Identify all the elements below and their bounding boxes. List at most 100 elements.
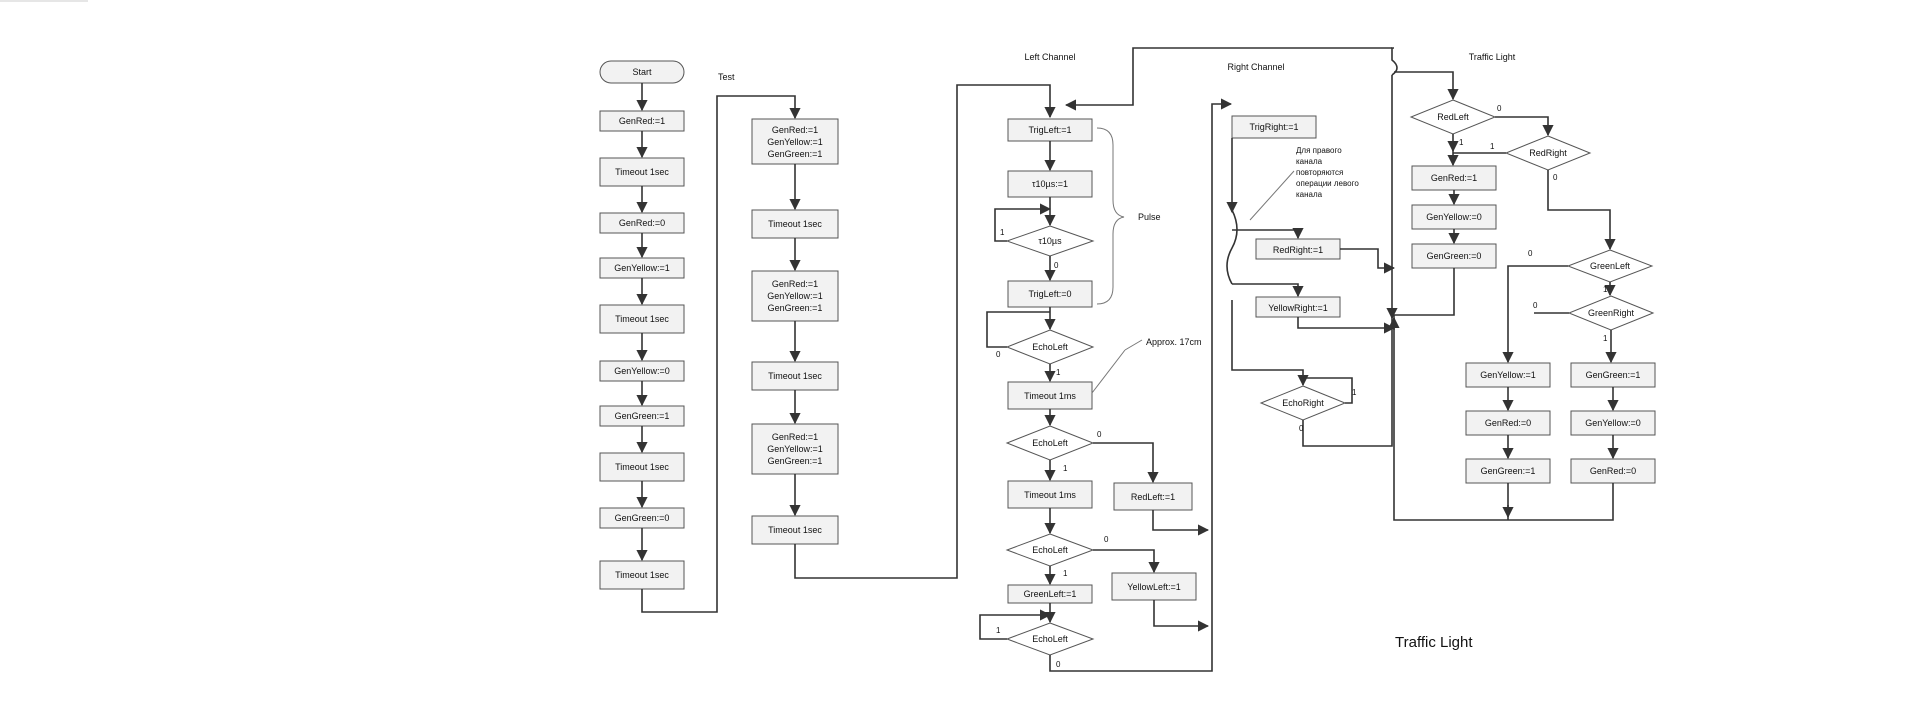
trig-right-set: [1231, 115, 1317, 139]
approx-callout-line: [1091, 349, 1126, 394]
step-label: TrigLeft:=1: [1029, 125, 1072, 135]
step-label: GenRed:=0: [619, 218, 665, 228]
branch-label-0: 0: [996, 350, 1001, 359]
box-line: GenRed:=1: [772, 279, 818, 289]
note-line: Для правого: [1296, 146, 1342, 155]
traffic-light-connectors: [1388, 71, 1619, 521]
branch-label-1: 1: [1000, 228, 1005, 237]
step-timeout-1: [599, 157, 685, 187]
decision-label: GreenLeft: [1590, 261, 1631, 271]
tl-genred-set: [1411, 165, 1497, 191]
decision-label: RedRight: [1529, 148, 1567, 158]
branch-label-0: 0: [1299, 424, 1304, 433]
step-label: GenYellow:=1: [614, 263, 669, 273]
branch-label-0: 0: [1553, 173, 1558, 182]
approx-callout-tick: [1124, 339, 1143, 351]
step-label: TrigRight:=1: [1250, 122, 1299, 132]
note-line: канала: [1296, 190, 1323, 199]
left-channel-header: Left Channel: [1024, 52, 1075, 62]
test-all-on-1: [751, 118, 839, 165]
decision-label: EchoLeft: [1032, 634, 1068, 644]
right-channel-column: Right Channel TrigRight:=1 Для правого к…: [1064, 47, 1398, 447]
timeout-1ms-2: [1007, 480, 1093, 509]
approx-label: Approx. 17cm: [1146, 337, 1202, 347]
note-line: канала: [1296, 157, 1323, 166]
tl-a-genred-clear: [1465, 410, 1551, 436]
branch-label-1: 1: [1063, 569, 1068, 578]
box-line: Timeout 1sec: [768, 371, 822, 381]
step-label: GenYellow:=1: [1480, 370, 1535, 380]
test-timeout-3: [751, 515, 839, 545]
branch-label-0: 0: [1497, 104, 1502, 113]
step-label: YellowRight:=1: [1268, 303, 1327, 313]
box-line: GenYellow:=1: [767, 291, 822, 301]
step-label: GenYellow:=0: [1585, 418, 1640, 428]
note-callout-line: [1249, 170, 1295, 221]
traffic-light-column: Traffic Light RedLeft RedRight GenRed:=1…: [1388, 52, 1656, 521]
branch-label-1: 1: [1063, 464, 1068, 473]
diagram-title: Traffic Light: [1395, 634, 1473, 651]
branch-label-1: 1: [1056, 368, 1061, 377]
left-channel-connectors: [979, 98, 1233, 672]
decision-label: τ10µs: [1038, 236, 1062, 246]
decision-label: RedLeft: [1437, 112, 1469, 122]
timeout-1ms-1: [1007, 381, 1093, 410]
right-channel-connectors: [1064, 47, 1398, 447]
right-channel-header: Right Channel: [1227, 62, 1284, 72]
decision-label: EchoLeft: [1032, 545, 1068, 555]
step-label: Timeout 1ms: [1024, 391, 1076, 401]
step-timeout-3: [599, 452, 685, 482]
step-label: Timeout 1sec: [615, 167, 669, 177]
left-channel-column: Left Channel TrigLeft:=1 τ10µs:=1 τ10µs …: [979, 52, 1233, 672]
tl-b-genyellow-clear: [1570, 410, 1656, 436]
step-label: GenRed:=1: [1431, 173, 1477, 183]
step-label: Timeout 1sec: [615, 314, 669, 324]
test-column: Test GenRed:=1 GenYellow:=1 GenGreen:=1 …: [718, 72, 1056, 579]
decision-label: EchoLeft: [1032, 342, 1068, 352]
step-label: Timeout 1sec: [615, 462, 669, 472]
branch-label-1: 1: [1459, 138, 1464, 147]
branch-label-1: 1: [1352, 388, 1357, 397]
branch-label-0: 0: [1097, 430, 1102, 439]
step-label: GenRed:=1: [619, 116, 665, 126]
pulse-brace: [1096, 127, 1125, 305]
step-label: Timeout 1ms: [1024, 490, 1076, 500]
step-timeout-4: [599, 560, 685, 590]
test-header: Test: [718, 72, 735, 82]
column-1-connectors: [636, 83, 801, 613]
step-label: GenGreen:=1: [615, 411, 670, 421]
step-label: YellowLeft:=1: [1127, 582, 1180, 592]
branch-label-0: 0: [1533, 301, 1538, 310]
tau-set: [1007, 170, 1093, 198]
test-timeout-1: [751, 209, 839, 239]
note-line: операции левого: [1296, 179, 1359, 188]
branch-label-1: 1: [996, 626, 1001, 635]
red-left-set: [1113, 482, 1193, 511]
step-label: RedRight:=1: [1273, 245, 1323, 255]
trig-left-0: [1007, 280, 1093, 308]
test-all-on-3: [751, 423, 839, 475]
step-label: GenGreen:=0: [1427, 251, 1482, 261]
step-label: GenGreen:=0: [615, 513, 670, 523]
box-line: GenYellow:=1: [767, 137, 822, 147]
step-label: GenYellow:=0: [614, 366, 669, 376]
note-line: повторяются: [1296, 168, 1343, 177]
step-label: GenRed:=0: [1590, 466, 1636, 476]
test-all-on-2: [751, 270, 839, 322]
column-2-connectors: [789, 84, 1056, 579]
step-label: TrigLeft:=0: [1029, 289, 1072, 299]
branch-label-0: 0: [1054, 261, 1059, 270]
box-line: GenRed:=1: [772, 125, 818, 135]
branch-label-0: 0: [1104, 535, 1109, 544]
step-label: GenRed:=0: [1485, 418, 1531, 428]
branch-label-1: 1: [1603, 285, 1608, 294]
tl-b-genred-clear: [1570, 458, 1656, 484]
box-line: GenRed:=1: [772, 432, 818, 442]
step-label: GenGreen:=1: [1481, 466, 1536, 476]
step-label: GreenLeft:=1: [1024, 589, 1077, 599]
step-label: Timeout 1sec: [615, 570, 669, 580]
start-label: Start: [632, 67, 652, 77]
pulse-label: Pulse: [1138, 212, 1161, 222]
step-label: RedLeft:=1: [1131, 492, 1175, 502]
